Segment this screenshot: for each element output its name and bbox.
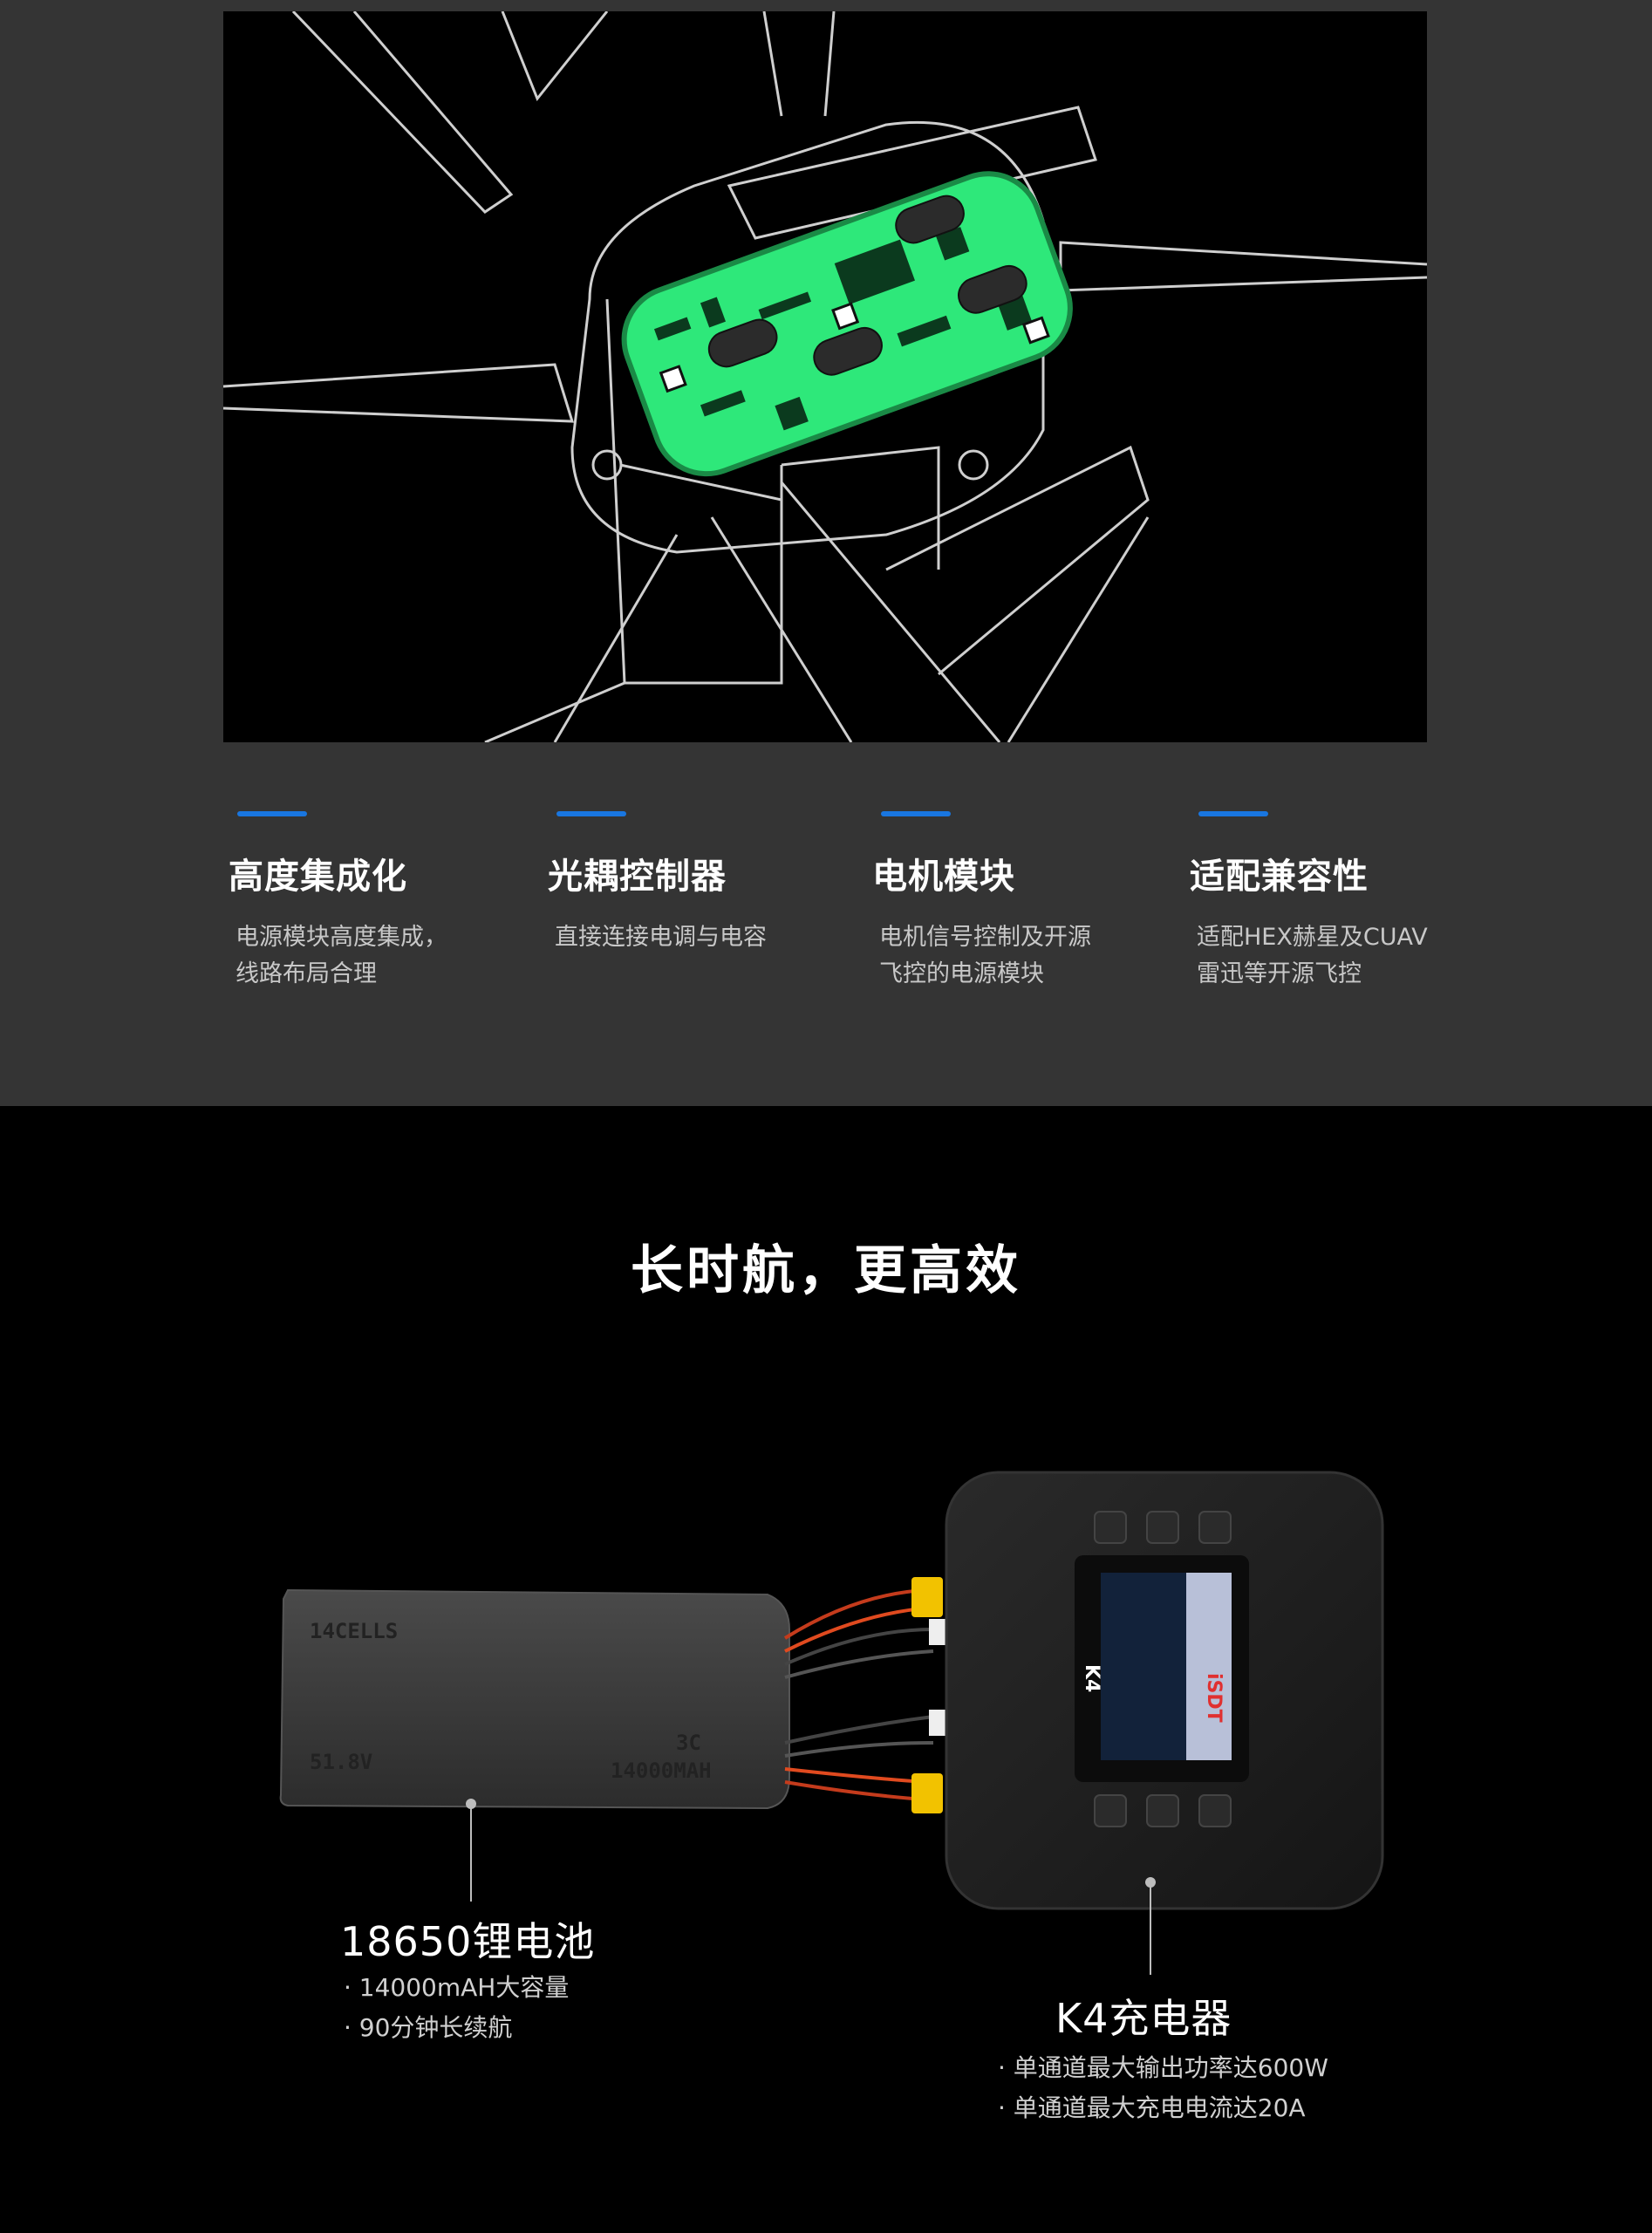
accent-bar: [237, 811, 307, 816]
accent-bar: [556, 811, 626, 816]
feature-integration: 高度集成化 电源模块高度集成， 线路布局合理: [229, 811, 516, 993]
battery-print-voltage: 51.8V: [310, 1750, 372, 1774]
products-image: 14CELLS 51.8V 3C 14000MAH: [0, 1429, 1652, 1917]
battery-print-capacity: 14000MAH: [611, 1758, 712, 1783]
drone-pcb-illustration: [223, 11, 1427, 742]
feature-desc: 适配HEX赫星及CUAV 雷迅等开源飞控: [1197, 919, 1458, 993]
feature-motor-module: 电机模块 电机信号控制及开源 飞控的电源模块: [872, 811, 1160, 993]
accent-bar: [1198, 811, 1268, 816]
feature-desc-line: 电机信号控制及开源: [879, 924, 1091, 951]
battery-spec-line: · 90分钟长续航: [344, 2013, 513, 2042]
feature-section: 高度集成化 电源模块高度集成， 线路布局合理 光耦控制器 直接连接电调与电容 电…: [0, 0, 1652, 1106]
feature-title: 电机模块: [872, 857, 1015, 897]
feature-title: 适配兼容性: [1190, 857, 1369, 897]
feature-desc-line: 线路布局合理: [236, 960, 377, 987]
charger-model: K4: [1081, 1664, 1102, 1692]
accent-bar: [881, 811, 951, 816]
battery-callout-line: [470, 1804, 472, 1902]
charger-specs: · 单通道最大输出功率达600W · 单通道最大充电电流达20A: [998, 2048, 1328, 2128]
battery-spec-line: · 14000mAH大容量: [344, 1973, 570, 2002]
battery-name: 18650锂电池: [340, 1918, 596, 1965]
charger-spec-line: · 单通道最大充电电流达20A: [998, 2093, 1306, 2122]
endurance-section: 长时航，更高效 14CELLS 51.8V 3C: [0, 1106, 1652, 2233]
charging-cables: [783, 1588, 934, 1801]
feature-desc: 电源模块高度集成， 线路布局合理: [236, 919, 497, 993]
charger-callout-line: [1150, 1882, 1151, 1975]
battery-pack: 14CELLS 51.8V 3C 14000MAH: [279, 1588, 790, 1810]
charger-callout-dot: [1145, 1877, 1156, 1888]
battery-print-cells: 14CELLS: [310, 1619, 398, 1643]
pcb-board: [621, 171, 1073, 477]
charger-brand: iSDT: [1203, 1673, 1225, 1723]
battery-specs: · 14000mAH大容量 · 90分钟长续航: [344, 1968, 569, 2048]
feature-compatibility: 适配兼容性 适配HEX赫星及CUAV 雷迅等开源飞控: [1190, 811, 1478, 993]
battery-callout-dot: [466, 1799, 476, 1809]
drone-wireframe-image: [223, 11, 1427, 742]
feature-desc-line: 适配HEX赫星及CUAV: [1197, 924, 1428, 951]
feature-desc: 直接连接电调与电容: [555, 919, 816, 956]
charger-spec-line: · 单通道最大输出功率达600W: [998, 2053, 1328, 2082]
feature-optocoupler: 光耦控制器 直接连接电调与电容: [548, 811, 836, 956]
feature-title: 光耦控制器: [548, 857, 727, 897]
feature-title: 高度集成化: [229, 857, 407, 897]
feature-desc-line: 飞控的电源模块: [879, 960, 1044, 987]
section-title: 长时航，更高效: [631, 1240, 1021, 1301]
k4-charger: iSDT K4: [945, 1471, 1384, 1910]
feature-desc-line: 电源模块高度集成，: [236, 924, 447, 951]
feature-desc: 电机信号控制及开源 飞控的电源模块: [879, 919, 1141, 993]
feature-desc-line: 直接连接电调与电容: [555, 924, 767, 951]
charger-name: K4充电器: [1055, 1995, 1232, 2042]
battery-print-rate: 3C: [676, 1731, 701, 1755]
feature-desc-line: 雷迅等开源飞控: [1197, 960, 1362, 987]
